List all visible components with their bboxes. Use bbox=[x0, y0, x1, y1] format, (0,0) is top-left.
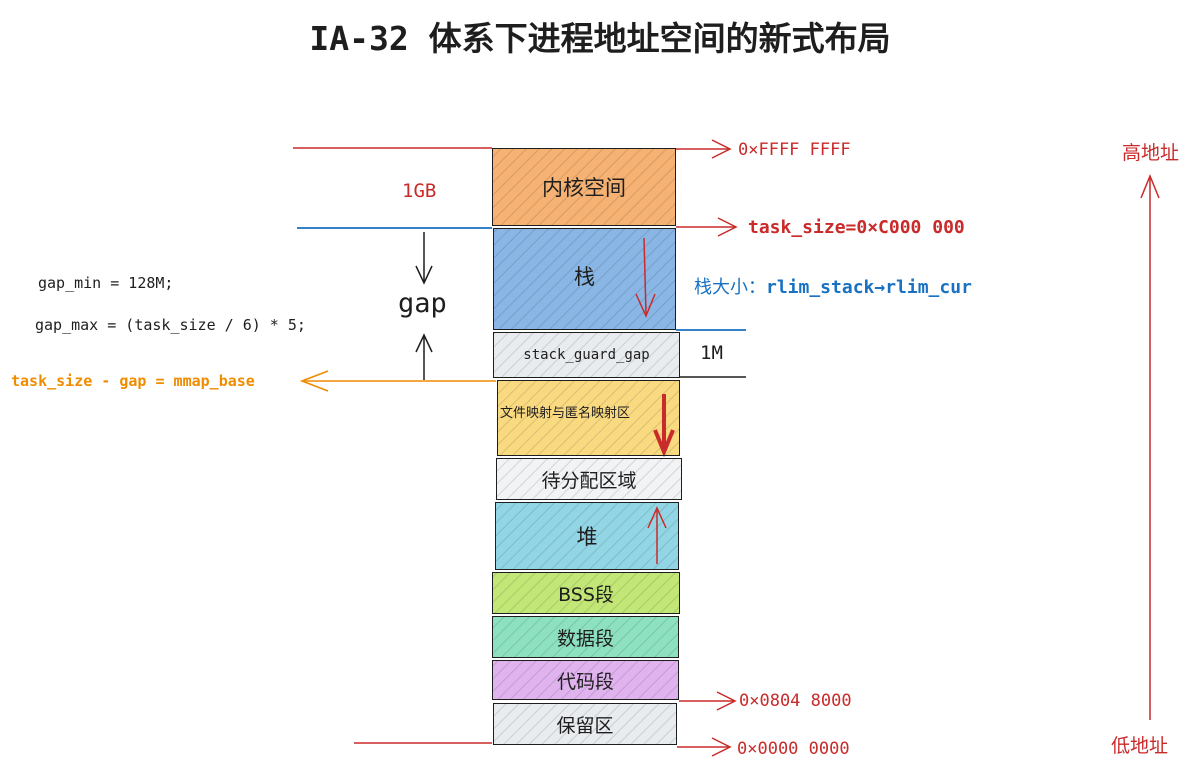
block-data-label: 数据段 bbox=[556, 627, 614, 650]
label-1m: 1M bbox=[700, 342, 723, 364]
block-code: 代码段 bbox=[492, 660, 679, 700]
block-heap-label: 堆 bbox=[576, 525, 598, 549]
label-stack-size: 栈大小：rlim_stack→rlim_cur bbox=[694, 273, 972, 299]
block-stack: 栈 bbox=[493, 228, 676, 330]
label-gap: gap bbox=[398, 288, 447, 319]
block-stack-label: 栈 bbox=[574, 265, 595, 289]
block-bss: BSS段 bbox=[492, 572, 680, 614]
block-reserved-label: 保留区 bbox=[556, 714, 614, 737]
block-unalloc-label: 待分配区域 bbox=[541, 469, 637, 492]
label-addr-code: 0×0804 8000 bbox=[739, 691, 852, 711]
block-mmap-label: 文件映射与匿名映射区 bbox=[500, 405, 631, 421]
label-mmap-base: task_size - gap = mmap_base bbox=[11, 372, 255, 390]
block-bss-label: BSS段 bbox=[558, 583, 614, 606]
label-addr-top: 0×FFFF FFFF bbox=[738, 140, 851, 160]
block-guard-label: stack_guard_gap bbox=[523, 347, 650, 363]
label-stack-size-expr: rlim_stack→rlim_cur bbox=[766, 277, 972, 298]
page-title: IA-32 体系下进程地址空间的新式布局 bbox=[309, 19, 891, 58]
stack-grow-arrow bbox=[643, 237, 647, 315]
block-code-label: 代码段 bbox=[556, 670, 614, 693]
label-1gb: 1GB bbox=[402, 180, 437, 202]
block-data: 数据段 bbox=[492, 616, 679, 658]
label-stack-size-prefix: 栈大小： bbox=[694, 277, 766, 298]
block-mmap: 文件映射与匿名映射区 bbox=[497, 380, 680, 456]
block-stack-guard-gap: stack_guard_gap bbox=[493, 332, 680, 378]
label-addr-zero: 0×0000 0000 bbox=[737, 739, 850, 759]
block-heap: 堆 bbox=[495, 502, 679, 570]
label-gap-max: gap_max = (task_size / 6) * 5; bbox=[35, 316, 306, 334]
label-high-address: 高地址 bbox=[1122, 142, 1180, 164]
label-task-size: task_size=0×C000 000 bbox=[748, 217, 965, 238]
block-kernel-label: 内核空间 bbox=[542, 176, 626, 200]
label-gap-min: gap_min = 128M; bbox=[38, 274, 174, 292]
block-kernel: 内核空间 bbox=[492, 148, 676, 226]
block-unallocated: 待分配区域 bbox=[496, 458, 682, 500]
block-reserved: 保留区 bbox=[493, 703, 677, 745]
label-low-address: 低地址 bbox=[1111, 735, 1169, 757]
